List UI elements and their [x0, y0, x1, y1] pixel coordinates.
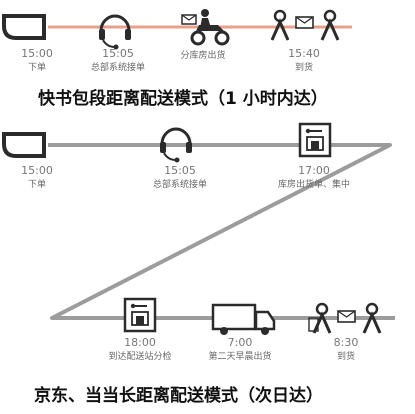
- handoff-icon: [308, 302, 382, 334]
- bottom-zigzag-line: [48, 143, 395, 320]
- bottom-step-4-desc: 到达配送站分检: [108, 352, 172, 362]
- phone-icon: [2, 14, 46, 40]
- top-step-3-desc: 分库房出货: [180, 51, 226, 61]
- courier-motorbike-icon: [181, 9, 230, 46]
- top-step-1-time: 15:00: [21, 47, 53, 60]
- bottom-step-2-desc: 总部系统接单: [152, 180, 208, 190]
- headset-icon: [160, 127, 192, 163]
- top-step-1-desc: 下单: [27, 63, 47, 73]
- bottom-caption: 京东、当当长距离配送模式（次日达）: [34, 386, 323, 406]
- bottom-step-6-time: 8:30: [333, 336, 359, 349]
- bottom-step-1-time: 15:00: [21, 164, 53, 177]
- bottom-step-3-time: 17:00: [298, 164, 330, 177]
- top-step-2-desc: 总部系统接单: [90, 63, 146, 73]
- top-step-4-time: 15:40: [288, 47, 320, 60]
- handoff-icon: [270, 9, 340, 41]
- bottom-step-3-desc: 库房出货单、集中: [277, 180, 351, 190]
- headset-icon: [99, 14, 131, 50]
- bottom-step-5-time: 7:00: [227, 336, 253, 349]
- top-step-4-desc: 到货: [294, 63, 314, 73]
- phone-icon: [2, 132, 46, 158]
- warehouse-icon: [298, 122, 332, 158]
- top-caption: 快书包段距离配送模式（1 小时内达）: [38, 89, 328, 109]
- bottom-step-5-desc: 第二天早晨出货: [208, 352, 272, 362]
- top-step-2-time: 15:05: [102, 47, 134, 60]
- bottom-step-4-time: 18:00: [124, 336, 156, 349]
- station-icon: [123, 297, 157, 333]
- bottom-step-2-time: 15:05: [164, 164, 196, 177]
- truck-icon: [211, 303, 276, 335]
- bottom-step-1-desc: 下单: [27, 180, 47, 190]
- bottom-step-6-desc: 到货: [336, 352, 356, 362]
